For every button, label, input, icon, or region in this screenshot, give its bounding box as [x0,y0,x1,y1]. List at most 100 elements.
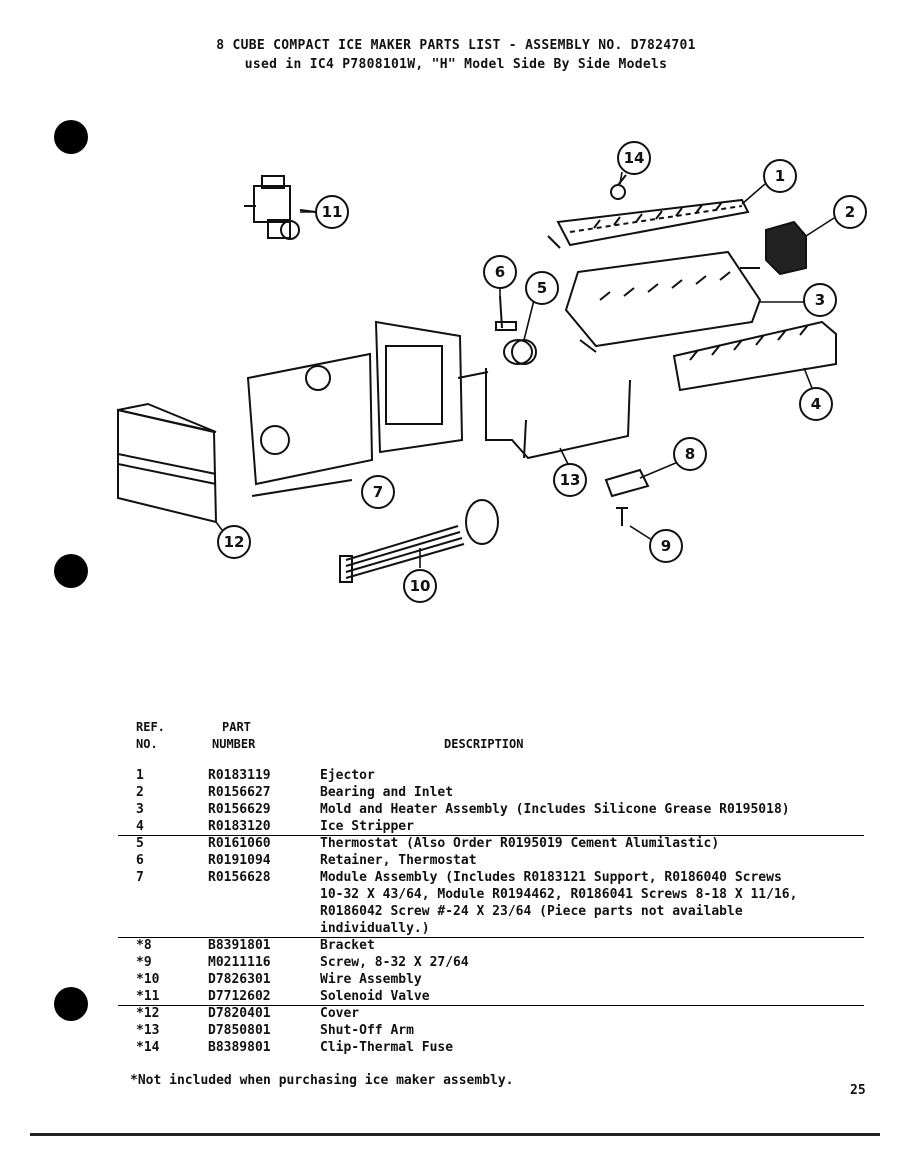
description-line: individually.) [320,921,430,936]
divider-rule [118,937,864,938]
part-number: D7850801 [208,1023,271,1038]
callout-label: 9 [661,537,671,555]
parts-row: *8 B8391801 Bracket [120,937,880,954]
part-description: Bearing and Inlet [320,784,880,801]
callout-12: 12 [217,525,251,559]
callout-7: 7 [361,475,395,509]
parts-row: *10 D7826301 Wire Assembly [120,971,880,988]
part-number: B8389801 [208,1040,271,1055]
callout-label: 3 [815,291,825,309]
callout-11: 11 [315,195,349,229]
callout-label: 5 [537,279,547,297]
part-description: Module Assembly (Includes R0183121 Suppo… [320,869,880,937]
binder-hole [54,987,88,1021]
description-line: Mold and Heater Assembly (Includes Silic… [320,802,790,817]
shutoff-arm-drawing [485,368,631,460]
part-number: R0156629 [208,802,271,817]
callout-label: 13 [560,471,581,489]
description-line: Bracket [320,938,375,953]
ref-number: 5 [136,836,144,851]
part-header-line1: PART [222,720,251,734]
description-line: Cover [320,1006,360,1021]
thermostat-drawing [503,339,537,365]
thermal-fuse-clip-drawing [610,174,627,200]
mold-heater-drawing [564,250,762,353]
exploded-parts-diagram: 1 2 3 4 5 6 7 8 9 10 11 12 13 14 [117,141,867,603]
wire-assembly-drawing [339,499,499,583]
part-number: R0156627 [208,785,271,800]
part-description: Screw, 8-32 X 27/64 [320,954,880,971]
part-number: D7826301 [208,972,271,987]
page-number: 25 [850,1083,866,1098]
parts-row: *12 D7820401 Cover [120,1005,880,1022]
description-line: R0186042 Screw #-24 X 23/64 (Piece parts… [320,904,743,919]
page-subtitle: used in IC4 P7808101W, "H" Model Side By… [244,57,668,72]
callout-label: 7 [373,483,383,501]
callout-4: 4 [799,387,833,421]
ref-number: *8 [136,938,152,953]
part-description: Shut-Off Arm [320,1022,880,1039]
callout-8: 8 [673,437,707,471]
ejector-drawing [547,198,750,249]
callout-10: 10 [403,569,437,603]
part-number: R0191094 [208,853,271,868]
ref-number: *11 [136,989,160,1004]
part-number: D7820401 [208,1006,271,1021]
parts-row: 2 R0156627 Bearing and Inlet [120,784,880,801]
callout-label: 8 [685,445,695,463]
part-description: Clip-Thermal Fuse [320,1039,880,1056]
thermostat-retainer-drawing [495,295,517,331]
parts-row: 5 R0161060 Thermostat (Also Order R0195019… [120,835,880,852]
callout-9: 9 [649,529,683,563]
description-line: Bearing and Inlet [320,785,454,800]
part-number: B8391801 [208,938,271,953]
callout-label: 11 [322,203,343,221]
module-assembly-drawing [246,320,489,497]
description-line: Wire Assembly [320,972,422,987]
callout-label: 10 [410,577,431,595]
part-description: Ice Stripper [320,818,880,835]
page-title: 8 CUBE COMPACT ICE MAKER PARTS LIST - AS… [216,38,696,53]
ref-number: 2 [136,785,144,800]
callout-label: 1 [775,167,785,185]
ref-number: 3 [136,802,144,817]
part-description: Mold and Heater Assembly (Includes Silic… [320,801,880,818]
ref-number: *12 [136,1006,160,1021]
description-line: Clip-Thermal Fuse [320,1040,454,1055]
part-description: Thermostat (Also Order R0195019 Cement A… [320,835,880,852]
ice-stripper-drawing [672,320,837,392]
ref-number: *13 [136,1023,160,1038]
callout-5: 5 [525,271,559,305]
description-line: Thermostat (Also Order R0195019 Cement A… [320,836,720,851]
part-header-line2: NUMBER [212,737,256,751]
description-line: Retainer, Thermostat [320,853,477,868]
description-header: DESCRIPTION [444,737,524,751]
callout-label: 6 [495,263,505,281]
description-line: Screw, 8-32 X 27/64 [320,955,469,970]
divider-rule [118,1005,864,1006]
binder-hole [54,554,88,588]
ref-header-line1: REF. [136,720,165,734]
part-number: R0161060 [208,836,271,851]
callout-14: 14 [617,141,651,175]
callout-label: 4 [811,395,821,413]
footnote: *Not included when purchasing ice maker … [130,1073,514,1088]
callout-1: 1 [763,159,797,193]
bracket-drawing [604,468,650,498]
parts-row: 3 R0156629 Mold and Heater Assembly (Inclu… [120,801,880,818]
callout-label: 2 [845,203,855,221]
description-line: Ice Stripper [320,819,414,834]
ref-number: *14 [136,1040,160,1055]
part-description: Ejector [320,767,880,784]
part-description: Retainer, Thermostat [320,852,880,869]
ref-number: 1 [136,768,144,783]
description-line: Module Assembly (Includes R0183121 Suppo… [320,870,782,885]
callout-13: 13 [553,463,587,497]
ref-number: *9 [136,955,152,970]
ref-number: *10 [136,972,160,987]
part-number: R0156628 [208,870,271,885]
